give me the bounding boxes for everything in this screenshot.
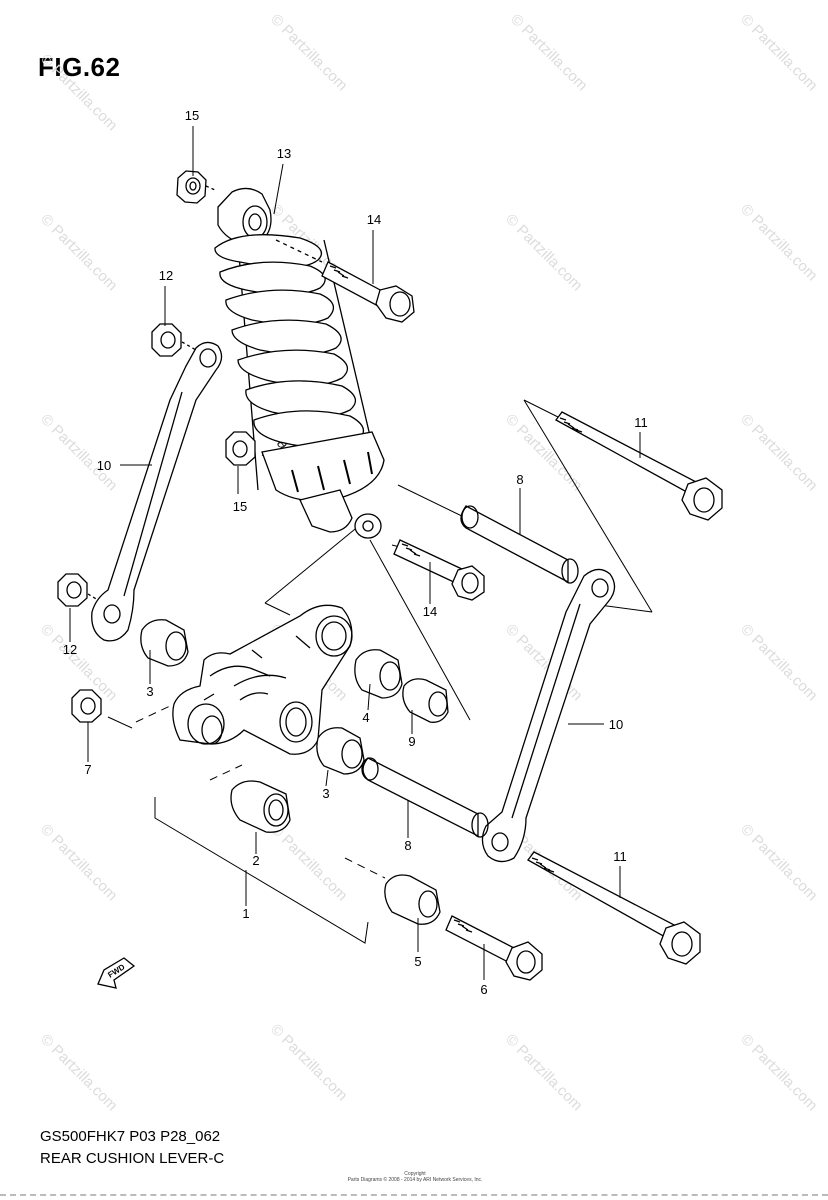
part-1-cushion-lever — [172, 604, 353, 755]
copyright-line: Parts Diagrams © 2008 - 2014 by ARI Netw… — [347, 1177, 483, 1183]
part-6-bolt — [445, 915, 543, 981]
part-11-bolt-lower — [527, 851, 701, 965]
watermark: © Partzilla.com — [37, 51, 120, 134]
watermark: © Partzilla.com — [37, 821, 120, 904]
watermark: © Partzilla.com — [737, 411, 820, 494]
watermark: © Partzilla.com — [37, 211, 120, 294]
callout-label: 10 — [97, 458, 111, 473]
watermark: © Partzilla.com — [737, 1031, 820, 1114]
part-2-bearing — [230, 780, 291, 833]
watermark: © Partzilla.com — [737, 621, 820, 704]
watermark: © Partzilla.com — [37, 411, 120, 494]
construction-lines — [107, 399, 653, 944]
copyright-notice: Copyright Parts Diagrams © 2008 - 2014 b… — [340, 1171, 490, 1183]
part-14-bolt-lower — [393, 539, 485, 601]
part-8-sleeve-upper — [460, 505, 579, 584]
part-8-sleeve-lower — [361, 757, 489, 838]
part-15-nut-lower — [225, 431, 256, 466]
watermark: © Partzilla.com — [507, 11, 590, 94]
callout-label: 15 — [233, 499, 247, 514]
callout-label: 3 — [322, 786, 329, 801]
callout-label: 6 — [480, 982, 487, 997]
watermark: © Partzilla.com — [737, 201, 820, 284]
part-4-bearing — [354, 649, 403, 699]
callout-label: 7 — [84, 762, 91, 777]
page-border — [0, 1194, 828, 1196]
watermark: © Partzilla.com — [267, 1021, 350, 1104]
copyright-line: Copyright — [404, 1171, 426, 1177]
part-7-nut — [71, 689, 102, 723]
part-10-rod-right — [481, 568, 616, 863]
callout-label: 5 — [414, 954, 421, 969]
callout-label: 3 — [146, 684, 153, 699]
watermark: © Partzilla.com — [737, 821, 820, 904]
part-15-nut-upper — [176, 170, 216, 204]
callout-label: 1 — [242, 906, 249, 921]
callout-label: 8 — [404, 838, 411, 853]
callout-label: 9 — [408, 734, 415, 749]
callout-label: 13 — [277, 146, 291, 161]
callout-labels: 15 13 14 12 10 15 11 8 14 12 3 4 9 10 7 … — [63, 108, 648, 997]
part-13-shock-absorber — [214, 187, 385, 539]
callout-label: 14 — [367, 212, 381, 227]
model-code: GS500FHK7 P03 P28_062 — [40, 1128, 221, 1145]
watermark: © Partzilla.com — [737, 11, 820, 94]
drawing-layer — [57, 126, 723, 989]
callout-label: 8 — [516, 472, 523, 487]
watermark: © Partzilla.com — [502, 211, 585, 294]
callout-label: 10 — [609, 717, 623, 732]
callout-label: 11 — [634, 415, 648, 430]
callout-label: 15 — [185, 108, 199, 123]
part-11-bolt-upper — [555, 411, 723, 521]
callout-label: 12 — [159, 268, 173, 283]
part-5-spacer — [384, 874, 441, 925]
callout-label: 2 — [252, 853, 259, 868]
leader-lines — [69, 126, 641, 980]
part-14-bolt-upper — [275, 239, 415, 323]
part-12-nut-upper — [151, 323, 197, 357]
part-10-rod-left — [91, 341, 223, 642]
callout-label: 14 — [423, 604, 437, 619]
watermark: © Partzilla.com — [502, 1031, 585, 1114]
part-12-nut-lower — [57, 573, 99, 607]
part-3-collar-upper — [140, 619, 189, 667]
callout-label: 12 — [63, 642, 77, 657]
watermark: © Partzilla.com — [37, 1031, 120, 1114]
part-9-spacer — [402, 678, 449, 723]
figure-title: FIG.62 — [38, 52, 121, 82]
part-3-collar-lower — [316, 727, 365, 775]
watermark: © Partzilla.com — [267, 11, 350, 94]
callout-label: 11 — [613, 849, 627, 864]
fwd-arrow — [97, 957, 136, 989]
assembly-name: REAR CUSHION LEVER-C — [40, 1150, 225, 1167]
callout-label: 4 — [362, 710, 369, 725]
